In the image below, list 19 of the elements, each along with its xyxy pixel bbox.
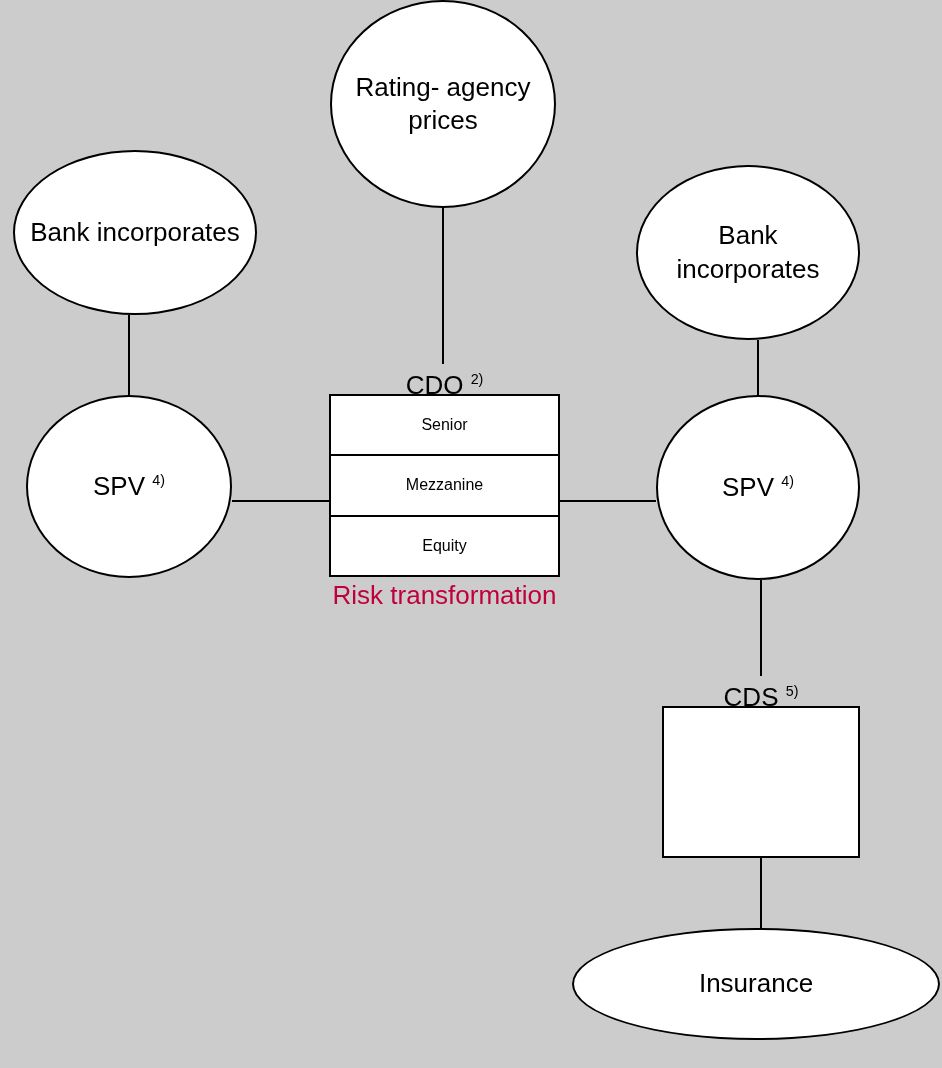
tranche-row: Equity (331, 514, 558, 575)
connector-line (760, 857, 762, 929)
node-label: Bank incorporates (675, 219, 821, 286)
node-label: Bank incorporates (30, 216, 240, 249)
connector-line (231, 500, 330, 502)
connector-line (757, 339, 759, 396)
box-heading: CDO $^{2)}$ (405, 368, 484, 394)
node-label: Insurance (698, 967, 814, 1001)
node-label: Rating- agency prices (354, 71, 532, 137)
tranche-row: Senior (331, 396, 558, 455)
connector-line (760, 579, 762, 677)
box-heading: CDS $^{5)}$ (723, 680, 799, 706)
connector-line (442, 207, 444, 365)
box-caption: Risk transformation (331, 579, 558, 612)
connector-line (128, 314, 130, 396)
node-label: SPV $^{4)}$ (93, 470, 165, 503)
tranche-row: Mezzanine (331, 454, 558, 515)
node-label: SPV $^{4)}$ (722, 471, 794, 504)
connector-line (559, 500, 657, 502)
